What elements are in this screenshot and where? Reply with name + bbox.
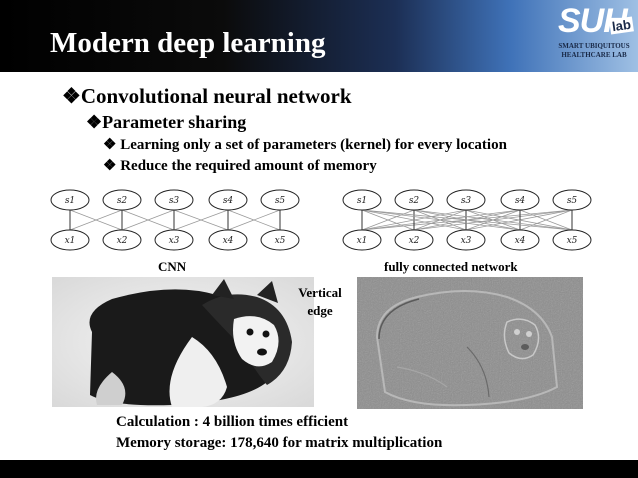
fc-input-node: x2 bbox=[394, 229, 434, 251]
fc-input-node: x4 bbox=[500, 229, 540, 251]
cnn-node-label: s1 bbox=[65, 196, 75, 206]
cnn-caption: CNN bbox=[158, 259, 187, 274]
fc-node-label: x2 bbox=[409, 236, 420, 246]
edge-label-line2: edge bbox=[307, 303, 333, 318]
bullet-level3-text: Reduce the required amount of memory bbox=[120, 158, 377, 174]
bullet-level3-item: ❖ Learning only a set of parameters (ker… bbox=[103, 136, 507, 155]
vertical-edge-label: Vertical edge bbox=[292, 284, 348, 320]
cnn-input-node: x1 bbox=[50, 229, 90, 251]
memory-note: Memory storage: 178,640 for matrix multi… bbox=[116, 435, 443, 451]
cnn-node-label: x2 bbox=[117, 236, 128, 246]
fc-node-label: x3 bbox=[461, 236, 472, 246]
diamond-bullet-icon: ❖ bbox=[62, 84, 81, 108]
cnn-node-label: s4 bbox=[223, 196, 234, 206]
cnn-output-node: s5 bbox=[260, 189, 300, 211]
fc-edge bbox=[361, 209, 521, 231]
fc-node-label: s4 bbox=[515, 196, 526, 206]
dog-photo-image bbox=[52, 277, 314, 407]
fc-edge bbox=[361, 209, 573, 231]
fc-node-label: s2 bbox=[409, 196, 420, 206]
fc-node-label: x5 bbox=[567, 236, 578, 246]
fc-edge bbox=[413, 209, 573, 231]
fc-caption: fully connected network bbox=[384, 259, 518, 274]
fc-node-label: x1 bbox=[357, 236, 368, 246]
fc-input-node: x3 bbox=[446, 229, 486, 251]
logo-subtitle-line2: HEALTHCARE LAB bbox=[561, 51, 627, 59]
diamond-bullet-icon: ❖ bbox=[103, 137, 121, 153]
cnn-edge bbox=[121, 209, 175, 231]
fc-output-node: s3 bbox=[446, 189, 486, 211]
cnn-input-node: x2 bbox=[102, 229, 142, 251]
cnn-edges bbox=[69, 209, 281, 231]
cnn-node-label: s5 bbox=[275, 196, 286, 206]
fc-edge bbox=[361, 209, 415, 231]
fc-node-label: s3 bbox=[461, 196, 472, 206]
cnn-node-label: x3 bbox=[169, 236, 180, 246]
cnn-node-label: x4 bbox=[223, 236, 234, 246]
fc-node-label: x4 bbox=[515, 236, 526, 246]
fc-input-node: x1 bbox=[342, 229, 382, 251]
cnn-input-node: x5 bbox=[260, 229, 300, 251]
bullet-level3-item: ❖ Reduce the required amount of memory bbox=[103, 157, 377, 176]
fc-output-node: s5 bbox=[552, 189, 592, 211]
slide-footer-bar bbox=[0, 460, 638, 478]
fully-connected-diagram: s1 s2 s3 s4 s5 x1 x2 x3 x4 x5 bbox=[342, 189, 592, 251]
cnn-output-node: s3 bbox=[154, 189, 194, 211]
cnn-edge bbox=[69, 209, 123, 231]
bullet-level3-text: Learning only a set of parameters (kerne… bbox=[120, 137, 507, 153]
fc-node-label: s1 bbox=[357, 196, 367, 206]
fc-node-label: s5 bbox=[567, 196, 578, 206]
fc-edge bbox=[519, 209, 573, 231]
fc-output-node: s1 bbox=[342, 189, 382, 211]
calculation-note: Calculation : 4 billion times efficient bbox=[116, 414, 349, 430]
cnn-node-label: x5 bbox=[275, 236, 286, 246]
logo-subtitle: SMART UBIQUITOUS HEALTHCARE LAB bbox=[550, 42, 638, 60]
cnn-edge bbox=[173, 209, 229, 231]
cnn-diagram: s1 s2 s3 s4 s5 x1 x2 x3 x4 x5 bbox=[50, 189, 300, 251]
fc-input-node: x5 bbox=[552, 229, 592, 251]
cnn-node-label: s2 bbox=[117, 196, 128, 206]
fc-output-node: s2 bbox=[394, 189, 434, 211]
cnn-output-node: s4 bbox=[208, 189, 248, 211]
slide-title: Modern deep learning bbox=[50, 27, 326, 59]
edge-label-line1: Vertical bbox=[298, 285, 342, 300]
bullet-level2-text: Parameter sharing bbox=[102, 112, 247, 132]
bullet-level2: ❖Parameter sharing bbox=[86, 111, 246, 133]
fc-output-node: s4 bbox=[500, 189, 540, 211]
cnn-output-node: s1 bbox=[50, 189, 90, 211]
fc-edge bbox=[465, 209, 573, 231]
bullet-level1: ❖Convolutional neural network bbox=[62, 83, 352, 109]
bullet-level1-text: Convolutional neural network bbox=[80, 84, 352, 108]
slide-header: Modern deep learning SUH lab SMART UBIQU… bbox=[0, 0, 638, 72]
vertical-edge-image bbox=[357, 277, 583, 409]
cnn-input-node: x3 bbox=[154, 229, 194, 251]
logo-subtitle-line1: SMART UBIQUITOUS bbox=[558, 42, 630, 50]
logo-badge-text: lab bbox=[609, 16, 634, 35]
fc-edge bbox=[361, 209, 467, 231]
diamond-bullet-icon: ❖ bbox=[86, 112, 103, 132]
suh-lab-logo: SUH lab SMART UBIQUITOUS HEALTHCARE LAB bbox=[548, 2, 638, 68]
cnn-node-label: x1 bbox=[65, 236, 76, 246]
fc-edges bbox=[361, 209, 573, 231]
cnn-edge bbox=[227, 209, 281, 231]
cnn-node-label: s3 bbox=[169, 196, 180, 206]
diamond-bullet-icon: ❖ bbox=[103, 158, 121, 174]
cnn-input-node: x4 bbox=[208, 229, 248, 251]
cnn-output-node: s2 bbox=[102, 189, 142, 211]
